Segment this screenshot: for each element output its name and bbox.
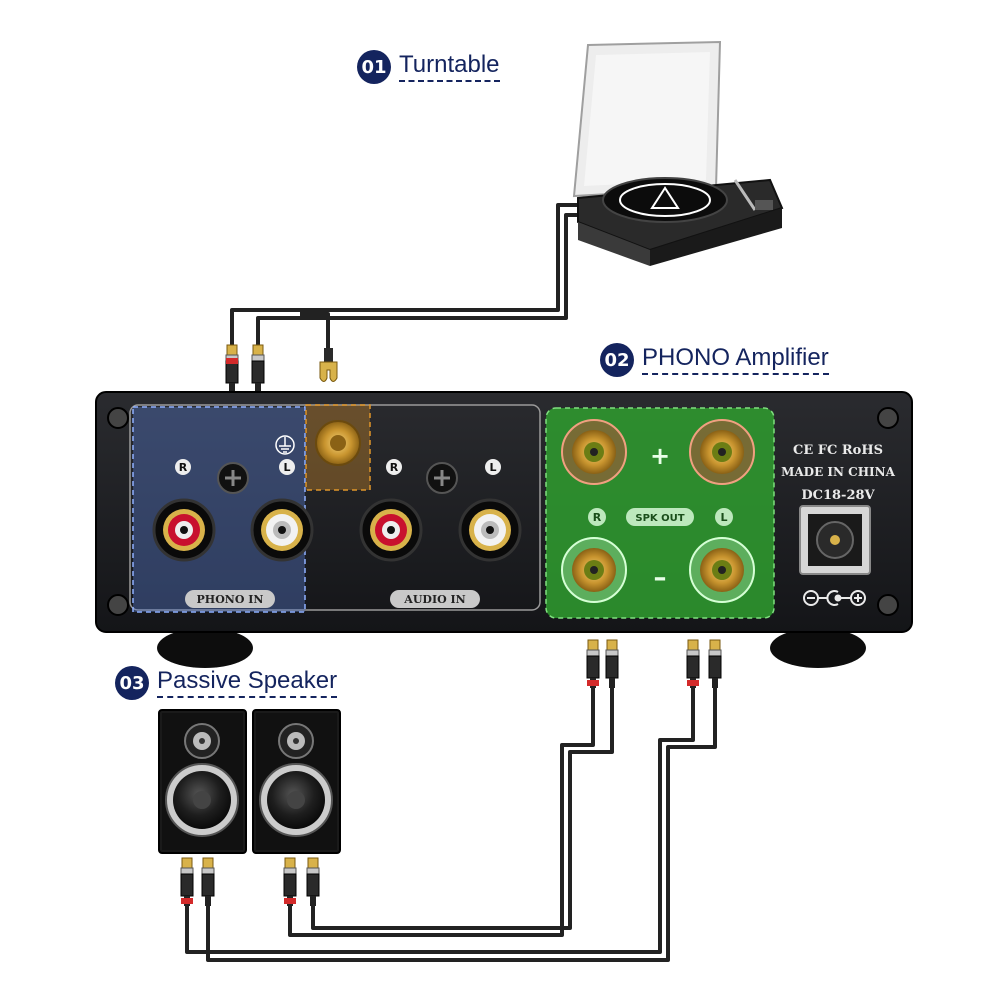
audio-l-badge: L: [489, 461, 496, 474]
passive-speakers: [158, 709, 341, 854]
speaker-plugs: [180, 857, 320, 907]
spk-l-badge: L: [720, 511, 727, 524]
audio-in-label: AUDIO IN: [403, 593, 465, 606]
amp-output-plugs: [586, 639, 722, 689]
turntable: [572, 40, 784, 266]
callout-label: Passive Speaker: [157, 668, 338, 698]
dc-polarity-icon: [803, 590, 866, 606]
audio-in-l-jack: [458, 498, 522, 562]
cable-turntable-l: [256, 213, 580, 345]
speaker-right: [252, 709, 341, 854]
dc-power-jack: [799, 505, 871, 575]
made-in-label: MADE IN CHINA: [781, 465, 896, 479]
spk-out-label: SPK OUT: [635, 513, 684, 524]
cable-spk-l-pos: [185, 680, 695, 954]
cable-spk-r-pos: [288, 680, 595, 937]
panel-screws: [107, 407, 899, 616]
callout-number: 02: [600, 343, 634, 377]
phono-in-label: PHONO IN: [197, 593, 264, 606]
cables: [185, 203, 717, 962]
input-screws: [217, 462, 458, 494]
spk-l-positive-terminal: [689, 419, 755, 485]
spk-r-positive-terminal: [561, 419, 627, 485]
phono-in-l-jack: [250, 498, 314, 562]
amplifier: R L R L: [95, 391, 913, 668]
spk-minus-label: –: [654, 563, 667, 593]
turntable-plugs: [225, 344, 338, 394]
callout-label: PHONO Amplifier: [642, 345, 829, 375]
callout-label: Turntable: [399, 52, 500, 82]
ground-symbol-icon: [275, 435, 295, 455]
spk-r-negative-terminal: [561, 537, 627, 603]
cable-spk-l-neg: [206, 680, 717, 962]
spk-plus-label: +: [650, 442, 670, 470]
cable-ground: [300, 312, 330, 350]
callout-phono-amplifier: 02 PHONO Amplifier: [600, 343, 829, 377]
speaker-terminals: [561, 419, 755, 603]
callout-number: 03: [115, 666, 149, 700]
spk-l-negative-terminal: [689, 537, 755, 603]
speaker-left: [158, 709, 247, 854]
callout-turntable: 01 Turntable: [357, 50, 500, 84]
ground-spade: [319, 348, 338, 382]
callout-number: 01: [357, 50, 391, 84]
phono-l-badge: L: [283, 461, 290, 474]
power-rating-label: DC18-28V: [801, 488, 875, 503]
certification-marks: CE FC RoHS: [793, 443, 883, 458]
rca-jacks: [152, 498, 522, 562]
cable-spk-r-neg: [311, 680, 614, 930]
callout-passive-speaker: 03 Passive Speaker: [115, 666, 338, 700]
spk-r-badge: R: [593, 511, 602, 524]
phono-r-badge: R: [179, 461, 188, 474]
audio-in-r-jack: [359, 498, 423, 562]
audio-r-badge: R: [390, 461, 399, 474]
cable-turntable-r: [230, 203, 580, 345]
phono-in-r-jack: [152, 498, 216, 562]
